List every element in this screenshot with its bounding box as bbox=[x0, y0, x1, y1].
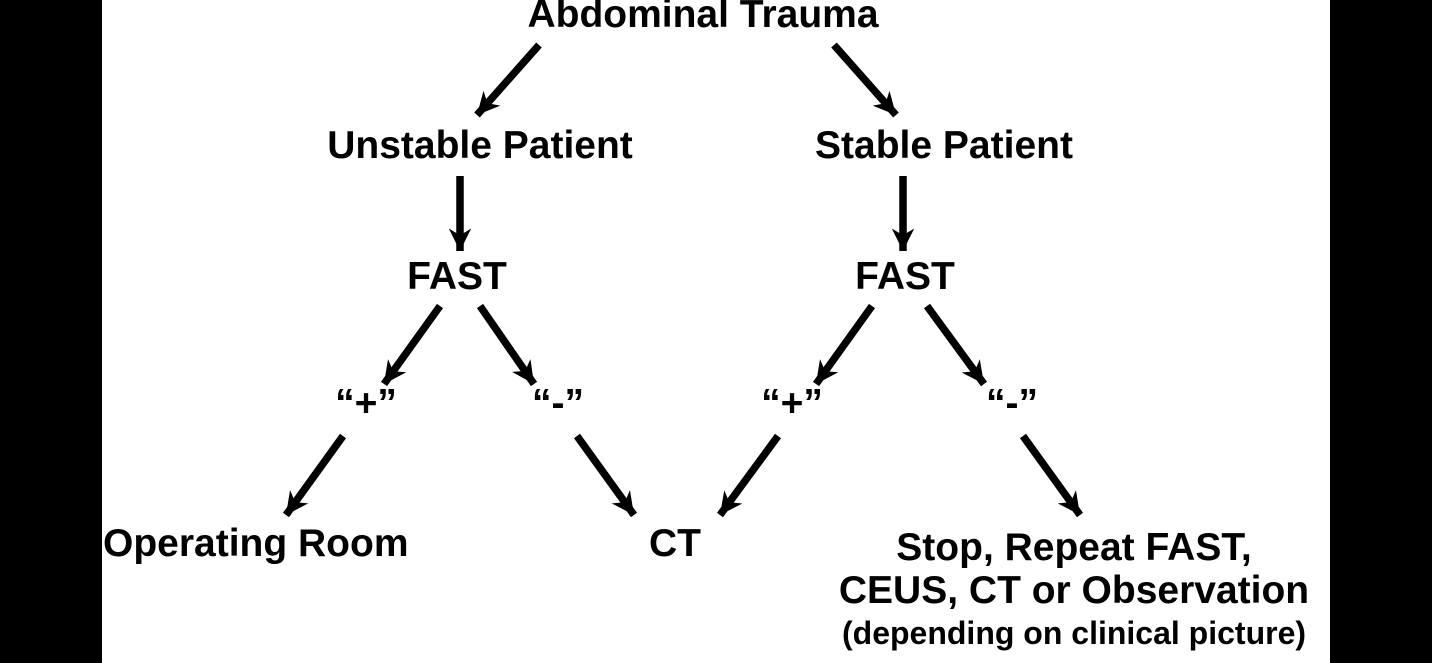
edge-fast_stable-to-fast_stable_negative bbox=[923, 303, 988, 387]
diagram-background bbox=[102, 0, 1330, 663]
edge-root-to-unstable bbox=[474, 42, 542, 118]
edge-fast_stable_negative-to-stable_negative_outcome bbox=[1019, 433, 1084, 518]
letterbox-right bbox=[1330, 0, 1432, 663]
node-fast-stable: FAST bbox=[855, 255, 955, 298]
node-stop-repeat-outcome: Stop, Repeat FAST, CEUS, CT or Observati… bbox=[839, 526, 1309, 655]
label-fast-stable-negative: “-” bbox=[986, 382, 1038, 425]
node-unstable-patient: Unstable Patient bbox=[327, 124, 633, 167]
node-abdominal-trauma: Abdominal Trauma bbox=[527, 0, 879, 36]
node-fast-unstable: FAST bbox=[407, 255, 507, 298]
outcome-line-2: CEUS, CT or Observation bbox=[838, 569, 1310, 612]
edge-fast_unstable_positive-to-operating_room bbox=[282, 433, 347, 518]
node-ct: CT bbox=[649, 522, 701, 565]
edge-fast_stable_positive-to-ct bbox=[716, 433, 782, 518]
label-fast-unstable-positive: “+” bbox=[335, 382, 397, 425]
edge-fast_unstable-to-fast_unstable_negative bbox=[476, 303, 538, 387]
edge-fast_unstable_negative-to-ct bbox=[573, 433, 638, 518]
edge-fast_stable-to-fast_stable_positive bbox=[812, 303, 876, 387]
label-fast-unstable-negative: “-” bbox=[532, 382, 584, 425]
edge-fast_unstable-to-fast_unstable_positive bbox=[380, 303, 444, 387]
edge-group bbox=[282, 42, 1084, 518]
node-stable-patient: Stable Patient bbox=[815, 124, 1073, 167]
outcome-line-3: (depending on clinical picture) bbox=[841, 615, 1307, 651]
label-fast-stable-positive: “+” bbox=[761, 382, 823, 425]
node-operating-room: Operating Room bbox=[103, 522, 409, 565]
letterbox-left bbox=[0, 0, 102, 663]
outcome-line-1: Stop, Repeat FAST, bbox=[896, 526, 1252, 569]
edge-root-to-stable bbox=[831, 42, 899, 118]
